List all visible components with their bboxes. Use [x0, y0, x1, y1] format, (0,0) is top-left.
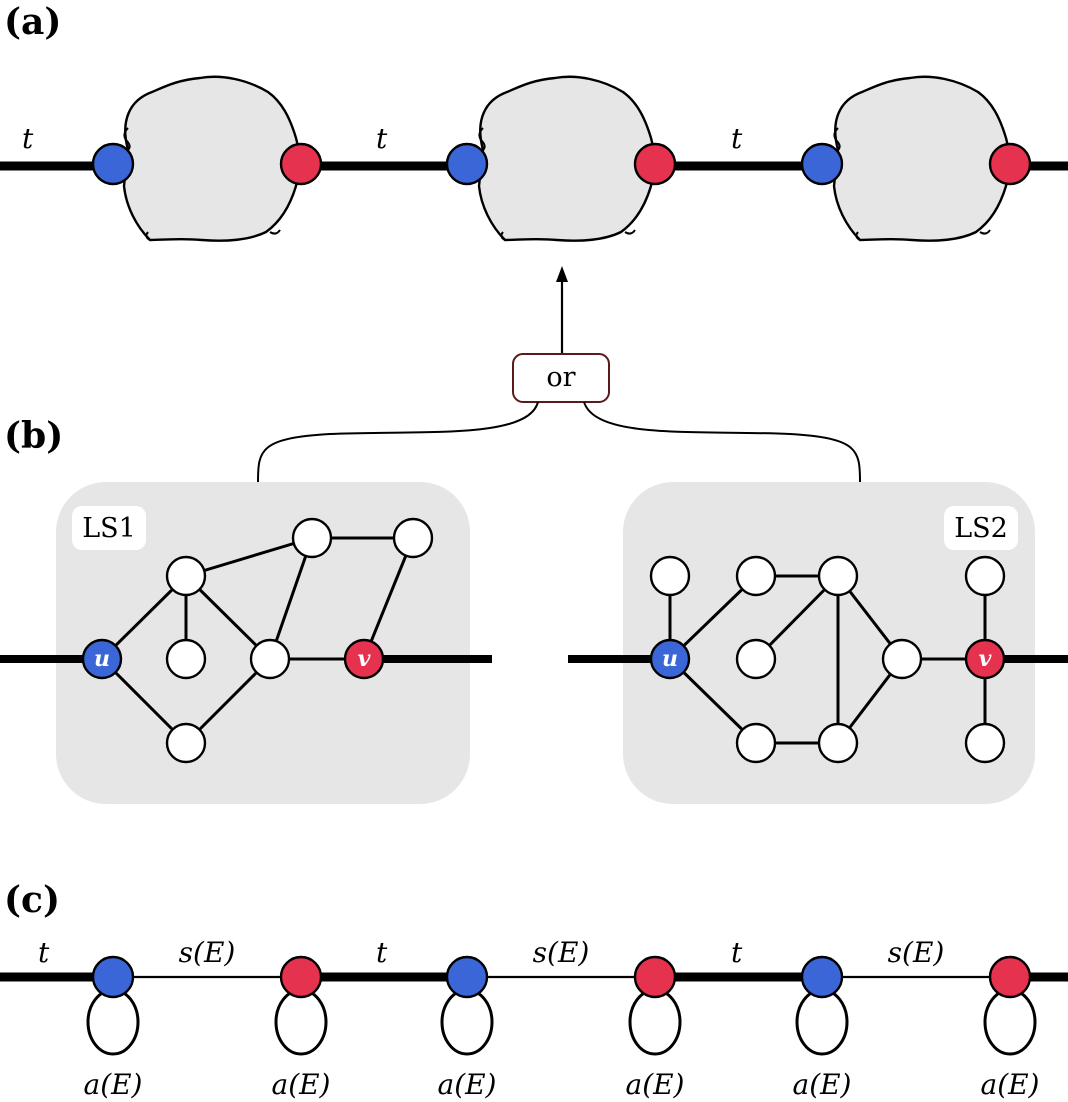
ls2-node: [649, 555, 691, 597]
arrow-head: [556, 266, 568, 282]
or-box: [512, 353, 610, 403]
a-label-2: a(E): [272, 1068, 331, 1101]
t-label-c2: t: [376, 936, 388, 969]
or-label: or: [546, 362, 575, 393]
ls2-box: [623, 482, 1035, 804]
ls1-node: [165, 638, 207, 680]
panel-c-red-node-3: [988, 955, 1032, 999]
panel-a-blue-node-2: [445, 142, 489, 186]
panel-c-red-node-1: [279, 955, 323, 999]
ls1-node: [165, 555, 207, 597]
self-loop: [86, 988, 140, 1056]
ls1-node: [291, 517, 333, 559]
ls2-u-node: [649, 638, 691, 680]
self-loop: [274, 988, 328, 1056]
a-label-4: a(E): [626, 1068, 685, 1101]
panel-a-blue-node-1: [91, 142, 135, 186]
t-label-c3: t: [731, 936, 743, 969]
ls1-u-label: u: [94, 646, 110, 672]
self-loop: [628, 988, 682, 1056]
ls2-v-label: v: [979, 646, 992, 672]
panel-c-red-node-2: [633, 955, 677, 999]
panel-a-blob-3: [832, 75, 1011, 242]
ls2-tag: [944, 506, 1018, 550]
ls2-node: [881, 638, 923, 680]
ls2-u-label: u: [662, 646, 678, 672]
brace-left: [257, 401, 539, 483]
a-label-5: a(E): [793, 1068, 852, 1101]
ls2-nodes: [649, 555, 1006, 764]
ls2-node: [964, 722, 1006, 764]
ls2-label: LS2: [954, 513, 1008, 544]
ls1-u-node: [81, 638, 123, 680]
ls1-node: [165, 722, 207, 764]
s-label-3: s(E): [888, 936, 945, 969]
panel-a-red-node-1: [279, 142, 323, 186]
panel-c-label: (c): [4, 879, 60, 921]
s-label-2: s(E): [533, 936, 590, 969]
ls1-node: [392, 517, 434, 559]
panel-a-blue-node-3: [800, 142, 844, 186]
ls2-node: [735, 638, 777, 680]
panel-c-blue-node-3: [800, 955, 844, 999]
panel-a-blob-1: [122, 75, 301, 242]
brace-right: [583, 401, 861, 483]
panel-c-blue-node-2: [445, 955, 489, 999]
ls2-node: [964, 555, 1006, 597]
self-loop: [440, 988, 494, 1056]
panel-b-label: (b): [4, 415, 63, 457]
t-label-a3: t: [731, 122, 743, 155]
ls1-tag: [72, 506, 146, 550]
ls2-node: [817, 722, 859, 764]
a-label-6: a(E): [981, 1068, 1040, 1101]
a-label-1: a(E): [84, 1068, 143, 1101]
ls1-v-node: [343, 638, 385, 680]
self-loop: [795, 988, 849, 1056]
ls2-v-node: [964, 638, 1006, 680]
ls2-node: [817, 555, 859, 597]
t-label-a2: t: [376, 122, 388, 155]
ls1-v-label: v: [358, 646, 371, 672]
t-label-c1: t: [38, 936, 50, 969]
ls2-node: [735, 555, 777, 597]
panel-a-blob-2: [477, 75, 656, 242]
panel-a-label: (a): [4, 1, 61, 43]
ls2-node: [735, 722, 777, 764]
a-label-3: a(E): [438, 1068, 497, 1101]
s-label-1: s(E): [179, 936, 236, 969]
t-label-a1: t: [22, 122, 34, 155]
panel-a-blob-wiggles: [123, 127, 991, 241]
panel-c-blue-node-1: [91, 955, 135, 999]
ls1-nodes: [165, 517, 434, 764]
panel-a-red-node-3: [988, 142, 1032, 186]
panel-a-red-node-2: [633, 142, 677, 186]
self-loop: [983, 988, 1037, 1056]
ls1-label: LS1: [82, 513, 136, 544]
ls1-node: [249, 638, 291, 680]
panel-c-loops: [86, 988, 1037, 1056]
